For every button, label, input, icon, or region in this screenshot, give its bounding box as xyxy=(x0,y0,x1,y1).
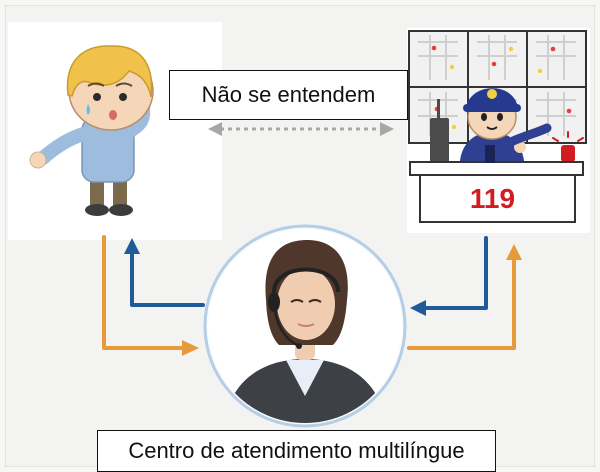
communication-gap-text: Não se entendem xyxy=(201,82,376,107)
dashed-comm-arrow xyxy=(208,122,394,136)
left-blue-arrow xyxy=(124,238,205,307)
left-orange-arrow xyxy=(102,235,199,356)
communication-gap-label: Não se entendem xyxy=(169,70,408,120)
right-blue-arrow xyxy=(410,236,488,316)
connector-arrows xyxy=(102,122,522,356)
fire-dispatcher-icon xyxy=(408,30,587,223)
operator-headset-icon xyxy=(203,224,407,428)
emergency-number-badge: 119 xyxy=(454,180,531,218)
emergency-number-text: 119 xyxy=(469,183,516,214)
multilingual-center-text: Centro de atendimento multilíngue xyxy=(128,438,465,463)
multilingual-center-label: Centro de atendimento multilíngue xyxy=(97,430,496,472)
confused-person-icon xyxy=(29,45,154,216)
right-orange-arrow xyxy=(407,244,522,350)
